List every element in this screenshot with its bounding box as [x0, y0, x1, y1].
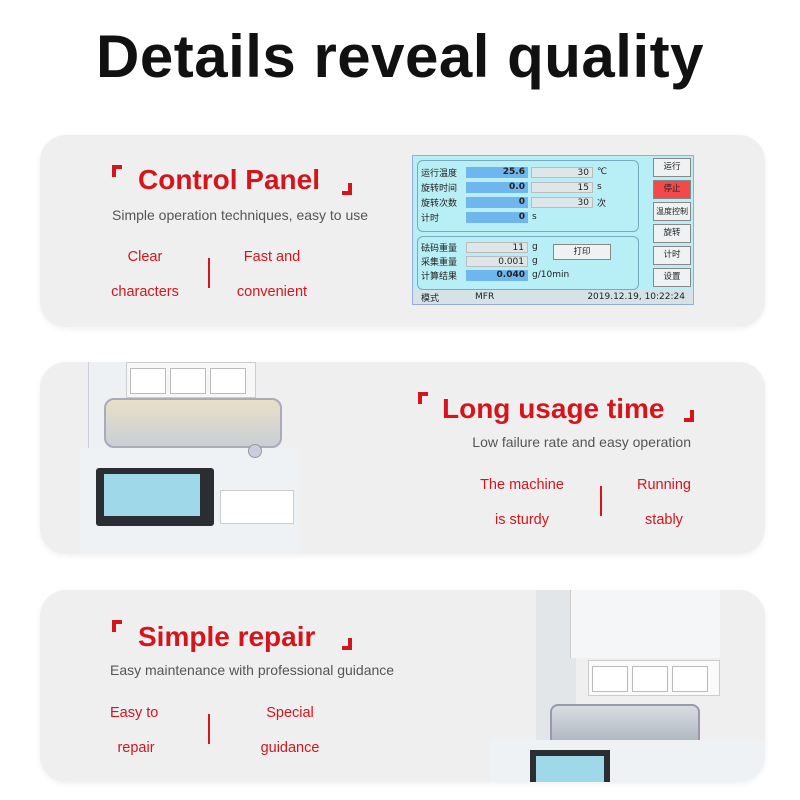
unit: g [532, 256, 538, 266]
feature-text: The machine [480, 477, 564, 493]
settings-button[interactable]: 设置 [653, 268, 691, 287]
bracket-bottom-right [342, 183, 352, 195]
divider [208, 258, 210, 288]
bracket-top-left [112, 165, 122, 177]
setpoint[interactable]: 15 [531, 181, 593, 193]
datetime: 2019.12.19, 10:22:24 [587, 292, 685, 302]
divider [600, 486, 602, 516]
value: 25.6 [466, 166, 528, 178]
feature-text: Special [266, 705, 314, 721]
value: 0.0 [466, 181, 528, 193]
bracket-bottom-right [342, 638, 352, 650]
feature-text: is sturdy [495, 512, 549, 528]
section-subtitle: Simple operation techniques, easy to use [112, 207, 369, 223]
bracket-bottom-right [684, 410, 694, 422]
divider [208, 714, 210, 744]
section-heading: Long usage time [442, 393, 665, 424]
setpoint[interactable]: 30 [531, 196, 593, 208]
section-subtitle: Low failure rate and easy operation [472, 434, 691, 450]
rotate-button[interactable]: 旋转 [653, 224, 691, 243]
row-label: 砝码重量 [421, 243, 458, 254]
section-heading: Control Panel [138, 164, 321, 195]
unit: ℃ [597, 167, 608, 177]
section-heading: Simple repair [138, 621, 316, 652]
bracket-top-left [112, 620, 122, 632]
control-panel-card: Control Panel Simple operation technique… [40, 135, 765, 327]
feature-text: characters [111, 284, 179, 300]
value: 0.040 [466, 269, 528, 281]
simple-repair-card: Simple repair Easy maintenance with prof… [40, 590, 765, 782]
feature-text: Easy to [110, 705, 159, 721]
feature-text: repair [117, 740, 155, 756]
temp-control-button[interactable]: 温度控制 [653, 202, 691, 221]
unit: g [532, 242, 538, 252]
feature-text: Fast and [243, 249, 301, 265]
long-usage-card: Long usage time Low failure rate and eas… [40, 362, 765, 554]
value[interactable]: 11 [466, 241, 528, 253]
bracket-top-left [418, 392, 428, 404]
row-label: 采集重量 [421, 257, 458, 268]
row-label: 旋转次数 [421, 198, 458, 209]
section-subtitle: Easy maintenance with professional guida… [110, 662, 395, 678]
mode-label: 模式 [421, 293, 440, 304]
row-label: 计算结果 [421, 271, 458, 282]
row-label: 旋转时间 [421, 183, 458, 194]
feature-text: guidance [260, 740, 320, 756]
feature-text: convenient [236, 284, 308, 300]
value: 0.001 [466, 255, 528, 267]
timer-button[interactable]: 计时 [653, 246, 691, 265]
mode-value: MFR [475, 292, 495, 302]
run-button[interactable]: 运行 [653, 158, 691, 177]
stop-button[interactable]: 停止 [653, 180, 691, 199]
unit: g/10min [532, 270, 570, 280]
row-label: 运行温度 [421, 168, 458, 179]
unit: s [597, 182, 602, 192]
page-title: Details reveal quality [96, 23, 704, 90]
value: 0 [466, 211, 528, 223]
feature-text: Running [636, 477, 691, 493]
print-button[interactable]: 打印 [553, 244, 611, 260]
feature-text: Clear [127, 249, 163, 265]
unit: 次 [597, 198, 607, 209]
unit: s [532, 212, 537, 222]
setpoint[interactable]: 30 [531, 166, 593, 178]
row-label: 计时 [421, 213, 440, 224]
status-bar: 模式 MFR 2019.12.19, 10:22:24 [413, 290, 693, 304]
feature-text: stably [645, 512, 683, 528]
value: 0 [466, 196, 528, 208]
